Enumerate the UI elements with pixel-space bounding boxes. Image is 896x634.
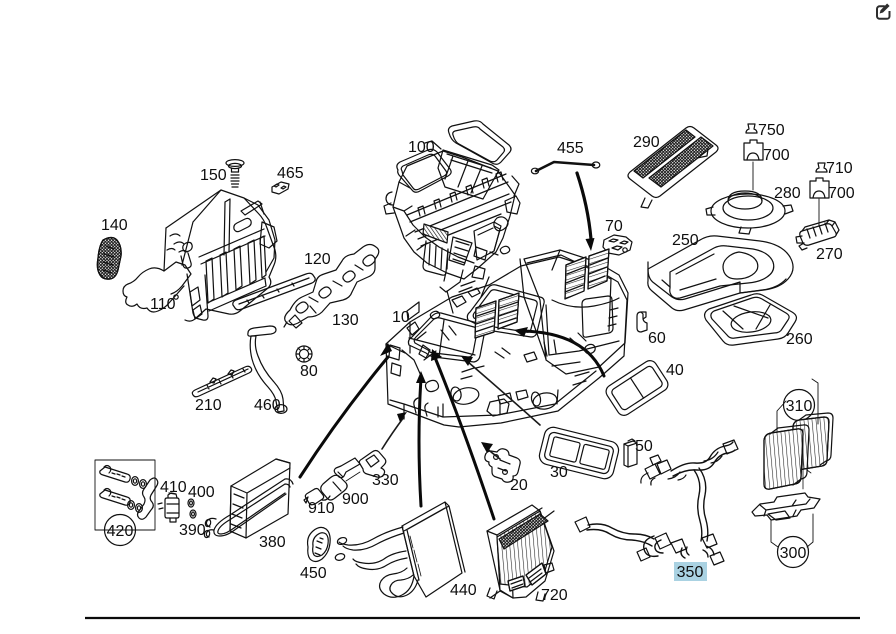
svg-text:80: 80 bbox=[300, 363, 318, 380]
svg-text:130: 130 bbox=[332, 312, 359, 329]
svg-text:380: 380 bbox=[259, 534, 286, 551]
svg-text:900: 900 bbox=[342, 491, 369, 508]
svg-text:710: 710 bbox=[826, 160, 853, 177]
svg-text:720: 720 bbox=[541, 587, 568, 604]
svg-text:310: 310 bbox=[786, 398, 813, 415]
svg-text:410: 410 bbox=[160, 479, 187, 496]
svg-text:100: 100 bbox=[408, 139, 435, 156]
svg-text:40: 40 bbox=[666, 362, 684, 379]
svg-text:70: 70 bbox=[605, 218, 623, 235]
svg-text:450: 450 bbox=[300, 565, 327, 582]
svg-text:700: 700 bbox=[763, 147, 790, 164]
svg-text:290: 290 bbox=[633, 134, 660, 151]
svg-text:455: 455 bbox=[557, 140, 584, 157]
svg-text:390: 390 bbox=[179, 522, 206, 539]
svg-text:330: 330 bbox=[372, 472, 399, 489]
svg-text:140: 140 bbox=[101, 217, 128, 234]
svg-text:60: 60 bbox=[648, 330, 666, 347]
svg-text:750: 750 bbox=[758, 122, 785, 139]
svg-text:20: 20 bbox=[510, 477, 528, 494]
svg-text:700: 700 bbox=[828, 185, 855, 202]
svg-text:350: 350 bbox=[677, 564, 704, 581]
svg-text:270: 270 bbox=[816, 246, 843, 263]
svg-text:250: 250 bbox=[672, 232, 699, 249]
svg-text:210: 210 bbox=[195, 397, 222, 414]
svg-text:300: 300 bbox=[780, 545, 807, 562]
svg-text:910: 910 bbox=[308, 500, 335, 517]
svg-text:150: 150 bbox=[200, 167, 227, 184]
svg-text:120: 120 bbox=[304, 251, 331, 268]
svg-text:460: 460 bbox=[254, 397, 281, 414]
svg-text:440: 440 bbox=[450, 582, 477, 599]
svg-text:465: 465 bbox=[277, 165, 304, 182]
svg-text:280: 280 bbox=[774, 185, 801, 202]
svg-text:260: 260 bbox=[786, 331, 813, 348]
svg-text:10: 10 bbox=[392, 309, 410, 326]
svg-text:50: 50 bbox=[635, 438, 653, 455]
svg-text:420: 420 bbox=[107, 523, 134, 540]
svg-text:110: 110 bbox=[150, 296, 176, 313]
svg-text:400: 400 bbox=[188, 484, 215, 501]
